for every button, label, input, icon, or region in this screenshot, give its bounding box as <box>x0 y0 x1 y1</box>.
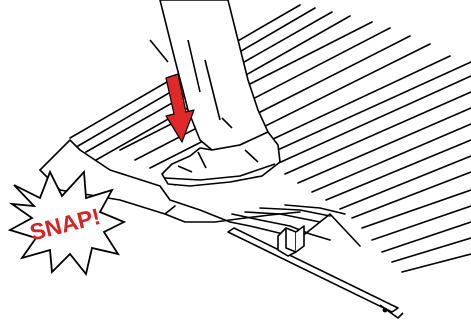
support-purlin <box>228 228 403 318</box>
worker-leg <box>150 0 268 150</box>
starburst-icon: SNAP! <box>10 172 124 274</box>
panel-clip <box>278 226 304 256</box>
